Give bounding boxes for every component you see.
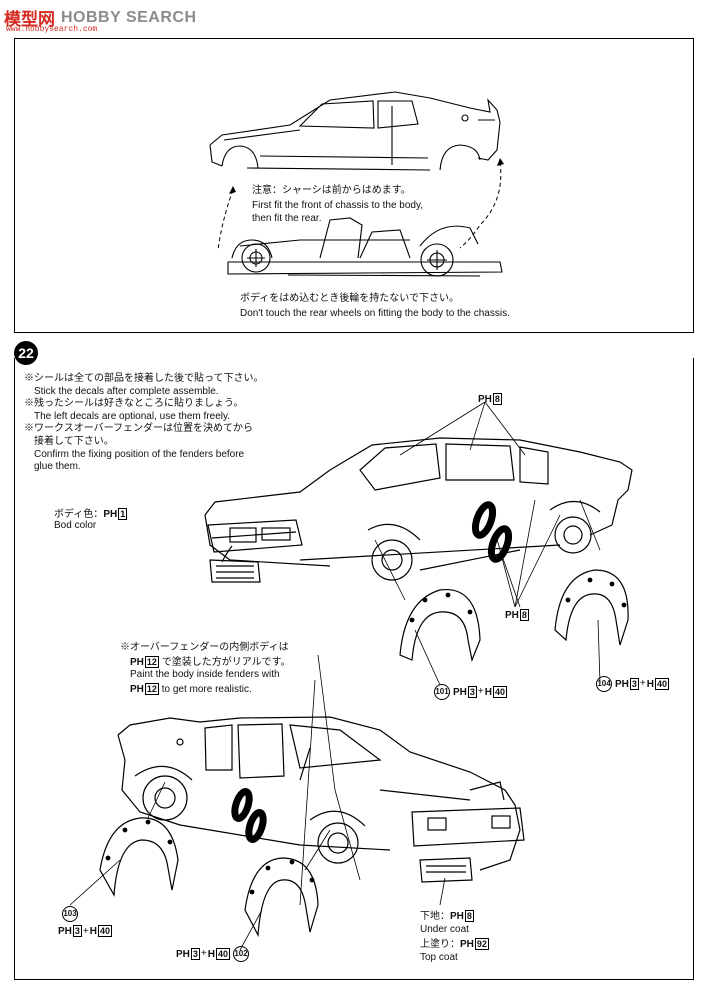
step-number-badge: 22 [14, 341, 38, 365]
undercoat-en: Under coat [420, 924, 469, 935]
watermark-brand-en: HOBBY SEARCH [61, 8, 197, 26]
note-decal-en: Stick the decals after complete assemble… [34, 386, 219, 397]
wheel-warning-en: Don't touch the rear wheels on fitting t… [240, 308, 510, 319]
fender-inner-note-jp-1: ※オーバーフェンダーの内側ボディは [120, 642, 289, 653]
chassis-note-jp: 注意：シャーシは前からはめます。 [252, 185, 411, 196]
note-leftover-jp: ※残ったシールは好きなところに貼りましょう。 [24, 398, 244, 409]
chassis-note-en-2: then fit the rear. [252, 213, 322, 224]
chassis-note-en-1: First fit the front of chassis to the bo… [252, 200, 424, 211]
chassis-fitting-panel [14, 38, 694, 333]
decal-fender-panel [14, 358, 694, 980]
watermark-url: www.hobbysearch.com [6, 25, 98, 34]
note-fender-jp-1: ※ワークスオーバーフェンダーは位置を決めてから [24, 423, 253, 434]
body-color-jp: ボディ色： [54, 509, 104, 520]
fender-inner-note-en-1: Paint the body inside fenders with [130, 669, 280, 680]
note-leftover-en: The left decals are optional, use them f… [34, 411, 231, 422]
note-fender-en-1: Confirm the fixing position of the fende… [34, 449, 245, 460]
note-fender-en-2: glue them. [34, 461, 81, 472]
note-fender-jp-2: 接着して下さい。 [34, 436, 114, 447]
note-decal-jp: ※シールは全ての部品を接着した後で貼って下さい。 [24, 373, 264, 384]
wheel-warning-jp: ボディをはめ込むとき後輪を持たないで下さい。 [240, 293, 459, 304]
watermark-logo: 模型网 HOBBY SEARCH [4, 5, 197, 30]
topcoat-en: Top coat [420, 952, 458, 963]
watermark-brand-cn: 模型网 [4, 10, 55, 29]
body-color-en: Bod color [54, 520, 97, 531]
